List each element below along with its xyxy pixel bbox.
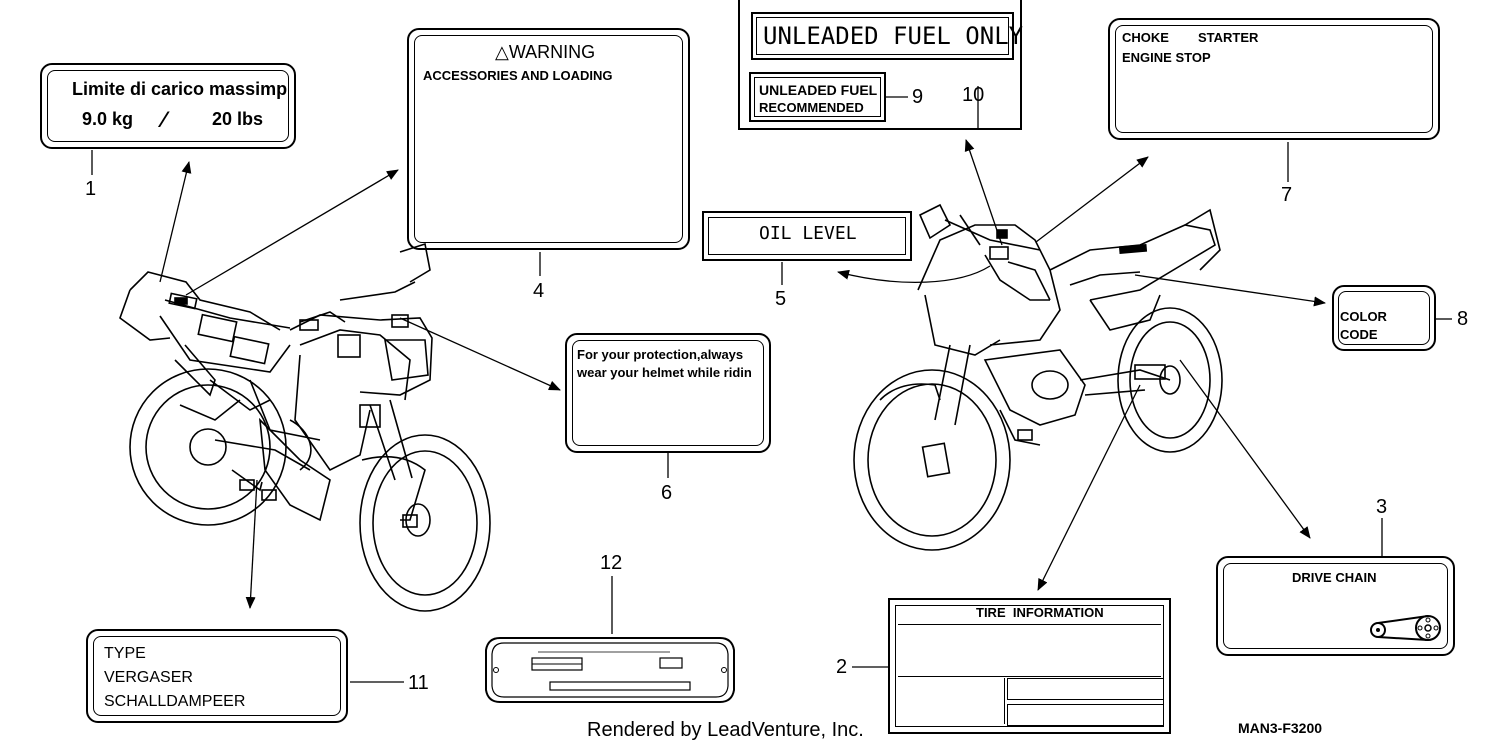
label-2-cell-bottom-right-2 — [1007, 704, 1164, 726]
callout-5: 5 — [775, 288, 787, 310]
label-7-starter: STARTER — [1198, 30, 1259, 45]
label-7-inner-border — [1115, 25, 1433, 133]
label-8-color-code: COLOR CODE — [1332, 285, 1436, 351]
footer-credit: Rendered by LeadVenture, Inc. — [587, 719, 864, 741]
chain-diagram-icon — [1370, 615, 1441, 641]
label-5-title: OIL LEVEL — [759, 223, 857, 244]
label-1-separator: ⁄ — [162, 107, 166, 132]
label-9-unleaded-recommended: UNLEADED FUEL RECOMMENDED — [749, 72, 886, 122]
label-4-inner-border — [414, 35, 683, 243]
label-11-line1: TYPE — [104, 645, 146, 662]
callout-8: 8 — [1457, 308, 1469, 330]
label-1-inner-border — [47, 70, 289, 142]
label-9-line1: UNLEADED FUEL — [759, 82, 878, 98]
callout-6: 6 — [661, 482, 673, 504]
label-2-tire-information: TIRE INFORMATION — [888, 598, 1171, 734]
label-5-oil-level: OIL LEVEL — [702, 211, 912, 261]
label-10-title: UNLEADED FUEL ONLY — [763, 22, 1024, 50]
label-8-line2: CODE — [1340, 327, 1378, 342]
label-1-weight-kg: 9.0 kg — [82, 109, 134, 129]
label-6-inner-border — [572, 340, 764, 446]
diagram-code: MAN3-F3200 — [1238, 720, 1323, 736]
label-10-inner-border — [756, 17, 1009, 55]
label-11-line3: SCHALLDAMPEER — [104, 693, 246, 710]
label-2-cell-bottom-left — [898, 678, 1005, 724]
leader-lines — [91, 86, 1452, 683]
callout-2: 2 — [836, 656, 848, 678]
callout-4: 4 — [533, 280, 545, 302]
label-4-warning-accessories: △WARNING ACCESSORIES AND LOADING — [407, 28, 690, 250]
callout-12: 12 — [600, 552, 623, 574]
label-3-title: DRIVE CHAIN — [1292, 570, 1377, 585]
label-4-title: △WARNING — [495, 42, 596, 62]
label-6-line2: wear your helmet while ridin — [577, 365, 752, 380]
left-motorcycle-drawing — [119, 242, 491, 612]
label-8-line1: COLOR — [1340, 309, 1387, 324]
label-10-unleaded-fuel-only: UNLEADED FUEL ONLY — [751, 12, 1023, 60]
callout-3: 3 — [1376, 496, 1388, 518]
label-1-line1: Limite di carico massimp — [72, 79, 288, 99]
label-2-cell-bottom-right-1 — [1007, 678, 1164, 700]
label-2-inner-border — [895, 605, 1164, 727]
label-6-line1: For your protection,always — [577, 347, 744, 362]
label-3-inner-border — [1223, 563, 1448, 649]
callout-10: 10 — [962, 84, 985, 106]
callout-11: 11 — [408, 672, 429, 694]
label-7-engine-stop: ENGINE STOP — [1122, 50, 1211, 65]
label-7-choke-starter: CHOKE STARTER ENGINE STOP — [1108, 18, 1440, 140]
label-2-header-row — [898, 608, 1161, 625]
label-5-inner-border — [708, 217, 906, 255]
label-11-line2: VERGASER — [104, 669, 193, 686]
label-2-cell-top — [898, 626, 1161, 677]
label-4-subtitle: ACCESSORIES AND LOADING — [423, 68, 613, 83]
label-2-header: TIRE INFORMATION — [976, 605, 1104, 620]
label-8-inner-border — [1338, 291, 1430, 345]
label-12-plate — [485, 637, 735, 703]
label-3-drive-chain: DRIVE CHAIN — [1216, 556, 1455, 656]
label-7-choke: CHOKE — [1122, 30, 1169, 45]
fuel-label-panel — [738, 0, 1022, 130]
callout-7: 7 — [1281, 184, 1293, 206]
callout-9: 9 — [912, 86, 924, 108]
label-9-line2: RECOMMENDED — [759, 100, 864, 115]
label-1-load-limit: Limite di carico massimp 9.0 kg ⁄ 20 lbs — [40, 63, 296, 149]
callout-1: 1 — [85, 178, 97, 200]
label-11-type-vergaser: TYPE VERGASER SCHALLDAMPEER — [86, 629, 348, 723]
right-motorcycle-drawing — [853, 203, 1223, 551]
label-1-weight-lbs: 20 lbs — [212, 109, 264, 129]
label-9-inner-border — [754, 77, 881, 117]
label-6-helmet-warning: For your protection,always wear your hel… — [565, 333, 771, 453]
label-11-inner-border — [93, 636, 341, 716]
